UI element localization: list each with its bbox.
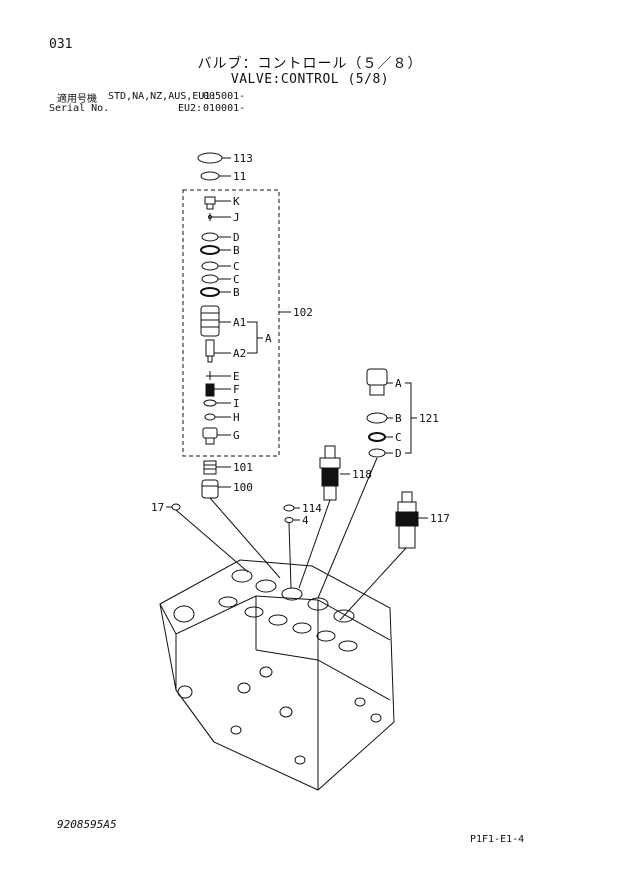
page-title-english: VALVE:CONTROL (5/8) [230,72,390,87]
callout-A2: A2 [233,347,246,360]
part-A1-poppet [200,305,220,337]
callout-102: 102 [293,306,313,319]
callout-113: 113 [233,152,253,165]
part-C-ring [201,261,219,271]
callout-121-C: C [395,431,402,444]
callout-H: H [233,411,240,424]
part-K-plug [204,196,216,210]
part-B-backup-ring-2 [200,287,220,297]
part-G-seat [202,427,218,445]
part-A2-spool [205,339,215,363]
callout-B-2: B [233,286,240,299]
part-11-ring [200,171,220,181]
bracket-A [247,321,263,354]
part-114-ring [283,504,295,512]
part-121-D-ring [368,448,386,458]
applicability-models: STD,NA,NZ,AUS,EU1: [108,91,217,102]
part-121-C-ring [368,432,386,442]
part-121-valve [366,368,388,396]
part-H-ring [204,413,216,421]
page-number: 031 [49,37,73,52]
part-17-ring [171,503,181,511]
callout-F: F [233,383,240,396]
part-100-plug [201,479,219,499]
document-number: 9208595A5 [57,818,117,831]
callout-118: 118 [352,468,372,481]
assembly-102-box [182,189,280,457]
callout-121: 121 [419,412,439,425]
callout-C-2: C [233,273,240,286]
callout-114: 114 [302,502,322,515]
callout-4: 4 [302,514,309,527]
part-J-pin [208,213,212,221]
callout-B: B [233,244,240,257]
page-title-japanese: バルブ：コントロール（５／８） [197,56,423,72]
serial-eu1: 005001- [203,91,246,102]
callout-D: D [233,231,240,244]
part-I-ring [203,399,217,407]
callout-117: 117 [430,512,450,525]
eu2-label: EU2: [178,103,203,114]
applicability-label-en: Serial No. [49,103,110,114]
page-code: P1F1-E1-4 [470,834,525,845]
part-101-spring [203,460,217,475]
part-118-relief-valve [319,445,341,501]
callout-E: E [233,370,240,383]
callout-121-B: B [395,412,402,425]
control-valve-body [159,559,395,791]
part-E-pin [206,371,214,380]
callout-A1: A1 [233,316,246,329]
callout-A: A [265,332,272,345]
callout-J: J [233,211,240,224]
callout-11: 11 [233,170,246,183]
part-4-ring [284,517,294,523]
callout-I: I [233,397,240,410]
part-D-oring [201,232,219,242]
serial-eu2: 010001- [203,103,246,114]
callout-121-A: A [395,377,402,390]
part-B-backup-ring [200,245,220,255]
callout-100: 100 [233,481,253,494]
part-121-B-ring [366,412,388,424]
callout-G: G [233,429,240,442]
part-113-oring [197,152,223,164]
callout-K: K [233,195,240,208]
part-F-spring [205,383,215,397]
part-C-ring-2 [201,274,219,284]
callout-C: C [233,260,240,273]
bracket-121 [405,382,417,454]
callout-17: 17 [151,501,164,514]
callout-101: 101 [233,461,253,474]
callout-121-D: D [395,447,402,460]
part-117-relief-valve [395,491,419,549]
applicability-label-jp: 適用号機 [57,94,97,105]
